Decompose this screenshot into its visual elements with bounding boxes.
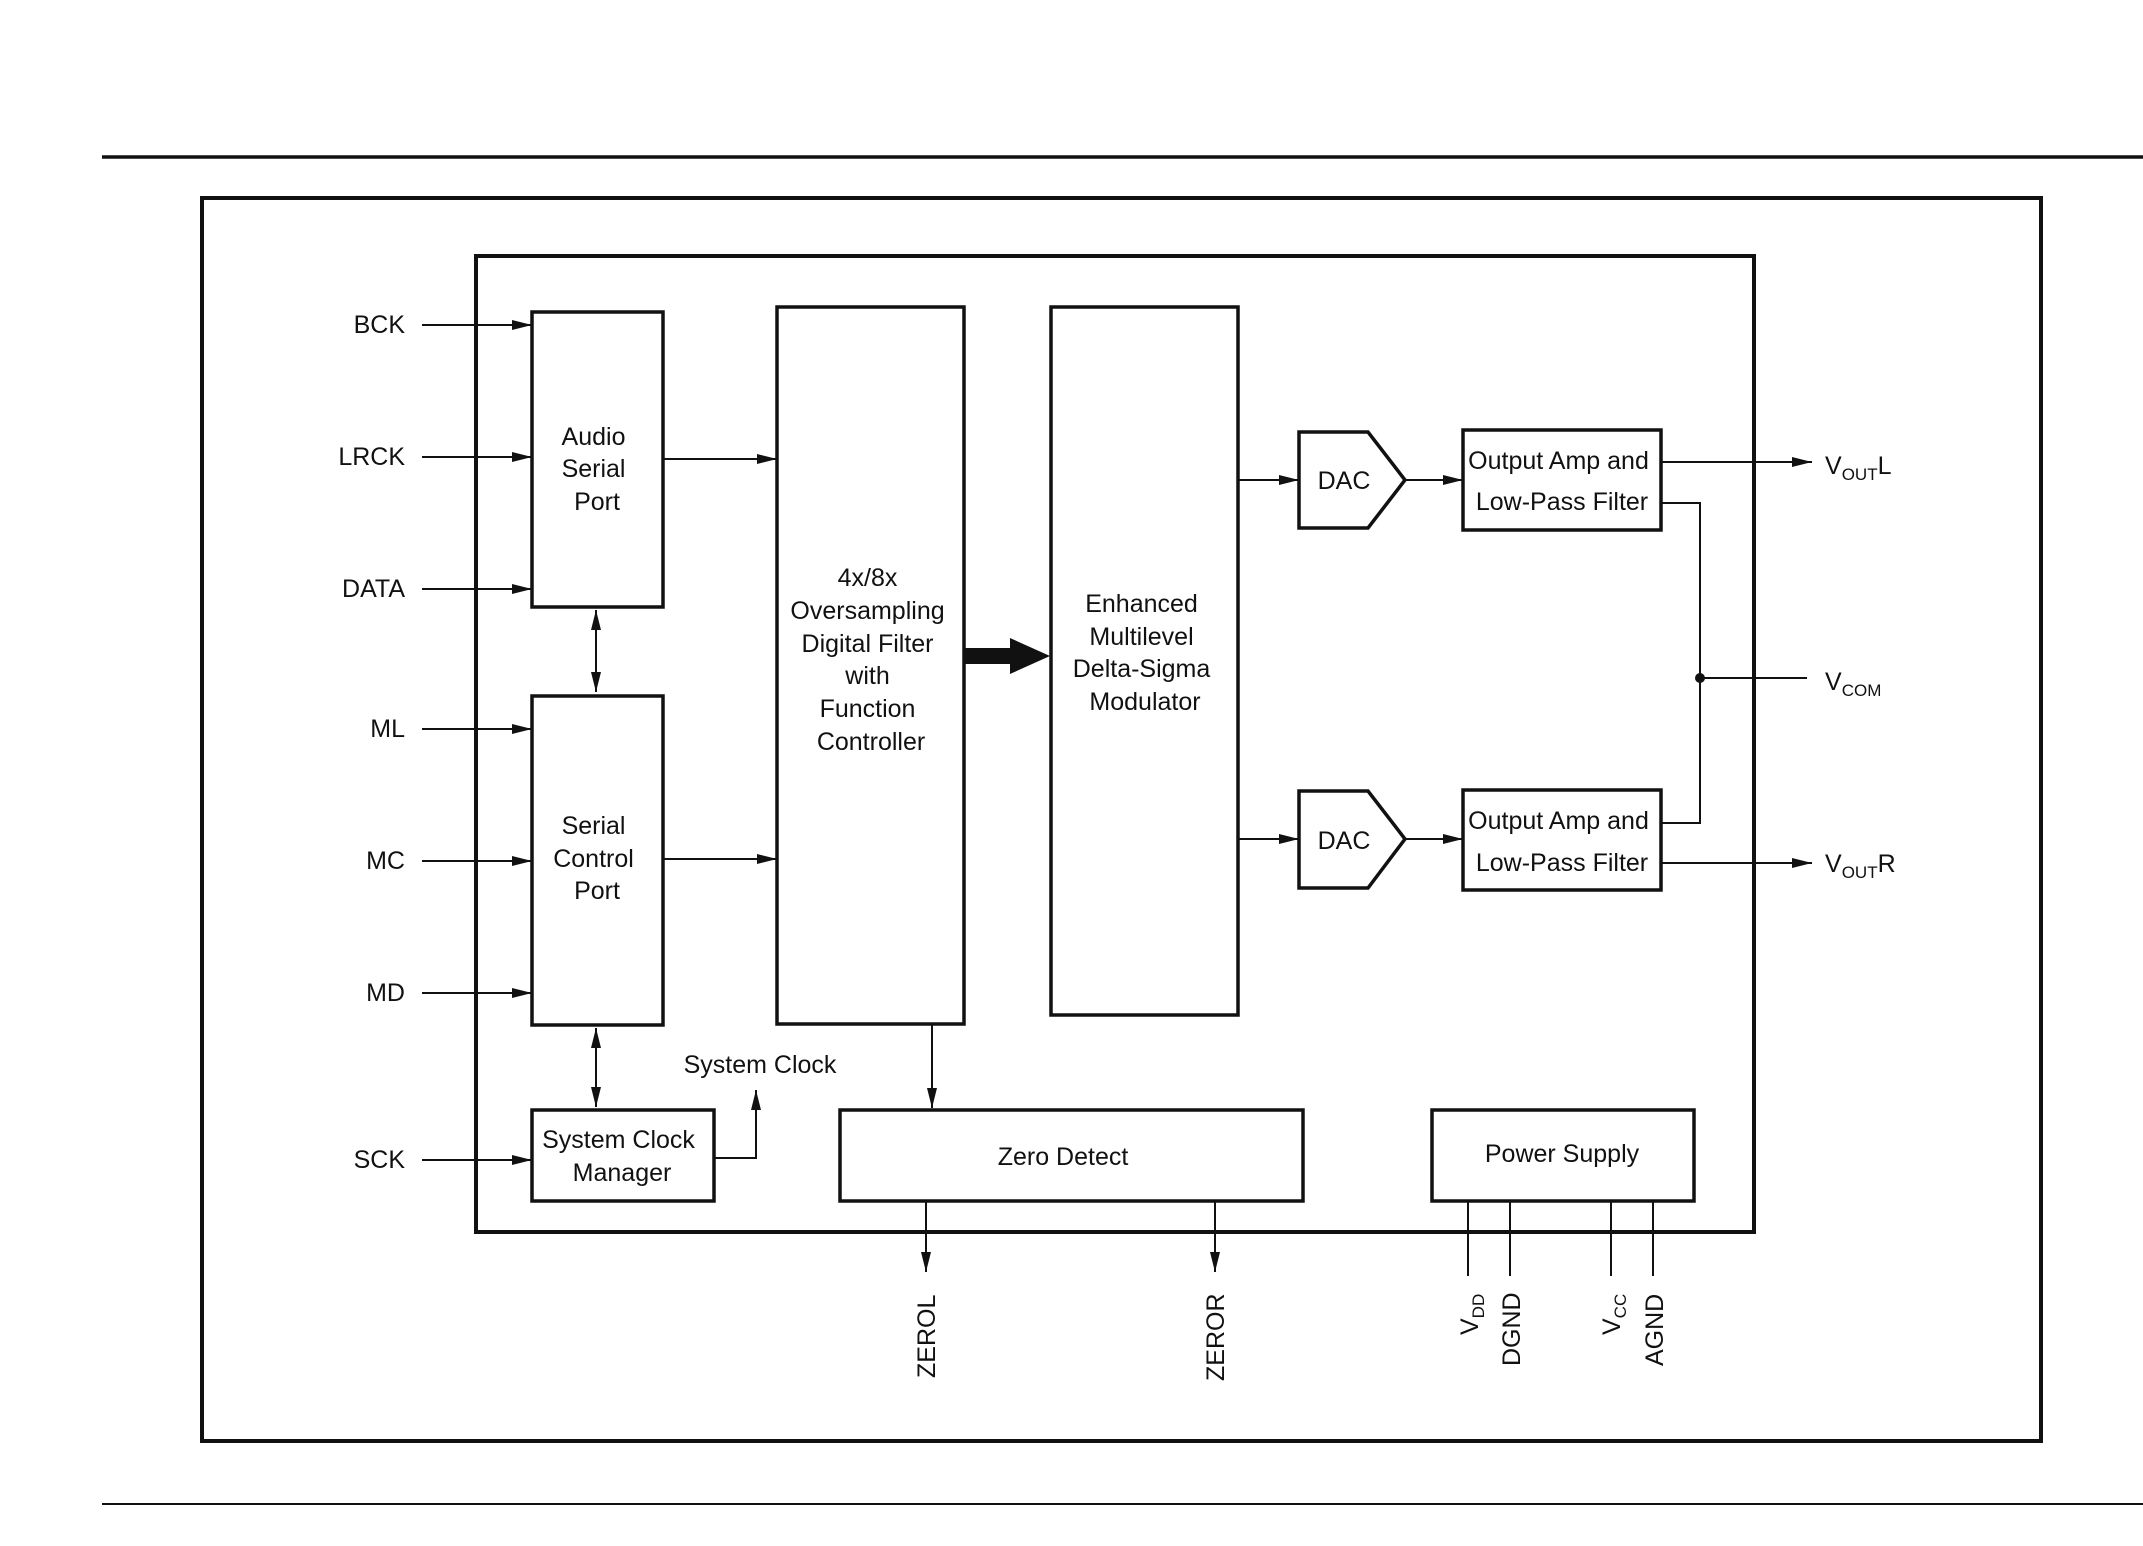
- vout-right-base: V: [1825, 850, 1842, 878]
- audio-serial-port-line-2: Serial: [562, 455, 626, 483]
- vcom-junction-dot: [1695, 673, 1705, 683]
- svg-text:4x/8x Oversampling: 4x/8x Oversampling Digital Filter with F…: [790, 564, 951, 756]
- input-label-bck: BCK: [354, 311, 406, 339]
- audio-serial-port-block: Audio Serial Port: [530, 310, 665, 609]
- zeror-label: ZEROR: [1202, 1294, 1230, 1382]
- vout-left-sub: OUT: [1842, 465, 1878, 484]
- system-clock-manager-line-1: System Clock: [542, 1126, 695, 1154]
- serial-control-port-block: Serial Control Port: [530, 694, 665, 1027]
- vout-right-suffix: R: [1878, 850, 1896, 878]
- serial-control-port-line-3: Port: [574, 877, 620, 905]
- vcom-label: VCOM: [1825, 668, 1881, 700]
- output-amp-left-line-1: Output Amp and: [1468, 447, 1649, 475]
- digital-filter-line-4: with: [844, 662, 889, 690]
- serial-control-port-line-1: Serial: [562, 812, 626, 840]
- vout-right-sub: OUT: [1842, 863, 1878, 882]
- digital-filter-block: 4x/8x Oversampling Digital Filter with F…: [775, 305, 966, 1026]
- vcc-label: VCC: [1598, 1294, 1630, 1335]
- input-label-md: MD: [366, 979, 405, 1007]
- output-amp-right-line-1: Output Amp and: [1468, 807, 1649, 835]
- modulator-line-2: Multilevel: [1089, 623, 1193, 651]
- vcc-sub: CC: [1611, 1294, 1630, 1319]
- power-supply-label: Power Supply: [1485, 1140, 1640, 1168]
- vcom-sub: COM: [1842, 681, 1882, 700]
- dgnd-label: DGND: [1498, 1292, 1526, 1366]
- system-clock-line: [714, 1090, 761, 1159]
- system-clock-manager-line-2: Manager: [573, 1159, 672, 1187]
- output-amp-left-line-2: Low-Pass Filter: [1476, 488, 1648, 516]
- modulator-block: Enhanced Multilevel Delta-Sigma Modulato…: [1049, 305, 1240, 1017]
- dac-left-label: DAC: [1318, 467, 1371, 495]
- zero-detect-block: Zero Detect: [838, 1108, 1305, 1203]
- vcom-base: V: [1825, 668, 1842, 696]
- svg-text:System Clock Manager: System Clock Manager: [542, 1126, 702, 1187]
- digital-filter-line-1: 4x/8x: [838, 564, 898, 592]
- dac-right-block: DAC: [1297, 789, 1408, 890]
- zero-detect-label: Zero Detect: [998, 1143, 1129, 1171]
- vout-right-label: VOUTR: [1825, 850, 1896, 882]
- svg-text:Output Amp and Low-Pass: Output Amp and Low-Pass Filter: [1468, 447, 1656, 516]
- vcc-base: V: [1598, 1318, 1626, 1335]
- output-amp-right-line-2: Low-Pass Filter: [1476, 849, 1648, 877]
- digital-filter-line-5: Function: [820, 695, 916, 723]
- modulator-line-1: Enhanced: [1085, 590, 1198, 618]
- filter-to-modulator-arrow: [964, 638, 1050, 674]
- digital-filter-line-2: Oversampling: [790, 597, 944, 625]
- output-amp-right-block: Output Amp and Low-Pass Filter: [1461, 788, 1663, 892]
- outer-frame: [200, 196, 2043, 1443]
- svg-text:Audio Serial Port: Audio Serial Port: [562, 423, 633, 516]
- dac-right-label: DAC: [1318, 827, 1371, 855]
- digital-filter-line-6: Controller: [817, 728, 925, 756]
- input-lrck: LRCK: [338, 443, 532, 471]
- input-mc: MC: [366, 847, 532, 875]
- input-data: DATA: [342, 575, 532, 603]
- serial-control-port-line-2: Control: [553, 845, 634, 873]
- system-clock-label: System Clock: [684, 1051, 837, 1079]
- vdd-base: V: [1456, 1318, 1484, 1335]
- vdd-label: VDD: [1456, 1294, 1488, 1335]
- vcom-network-top: [1661, 502, 1701, 678]
- input-label-data: DATA: [342, 575, 405, 603]
- svg-text:Enhanced Multilevel: Enhanced Multilevel Delta-Sigma Modulato…: [1073, 590, 1218, 716]
- svg-text:Serial Control Por: Serial Control Port: [553, 812, 641, 905]
- input-bck: BCK: [354, 311, 532, 339]
- svg-text:Output Amp and Low-Pass: Output Amp and Low-Pass Filter: [1468, 807, 1656, 877]
- input-label-ml: ML: [370, 715, 405, 743]
- power-supply-block: Power Supply: [1430, 1108, 1696, 1203]
- zerol-label: ZEROL: [913, 1295, 941, 1378]
- vout-left-base: V: [1825, 452, 1842, 480]
- vcom-network-bottom: [1661, 678, 1701, 824]
- dac-left-block: DAC: [1297, 430, 1408, 530]
- input-label-mc: MC: [366, 847, 405, 875]
- input-label-lrck: LRCK: [338, 443, 405, 471]
- modulator-line-3: Delta-Sigma: [1073, 655, 1211, 683]
- input-md: MD: [366, 979, 532, 1007]
- input-sck: SCK: [354, 1146, 532, 1174]
- agnd-label: AGND: [1641, 1294, 1669, 1366]
- audio-serial-port-line-1: Audio: [562, 423, 626, 451]
- input-ml: ML: [370, 715, 532, 743]
- vdd-sub: DD: [1469, 1294, 1488, 1319]
- input-label-sck: SCK: [354, 1146, 406, 1174]
- output-amp-left-block: Output Amp and Low-Pass Filter: [1461, 428, 1663, 532]
- modulator-line-4: Modulator: [1089, 688, 1200, 716]
- audio-serial-port-line-3: Port: [574, 488, 620, 516]
- digital-filter-line-3: Digital Filter: [802, 630, 934, 658]
- vout-left-label: VOUTL: [1825, 452, 1892, 484]
- system-clock-manager-block: System Clock Manager: [530, 1108, 716, 1203]
- chip-boundary: [474, 254, 1756, 1234]
- vout-left-suffix: L: [1878, 452, 1892, 480]
